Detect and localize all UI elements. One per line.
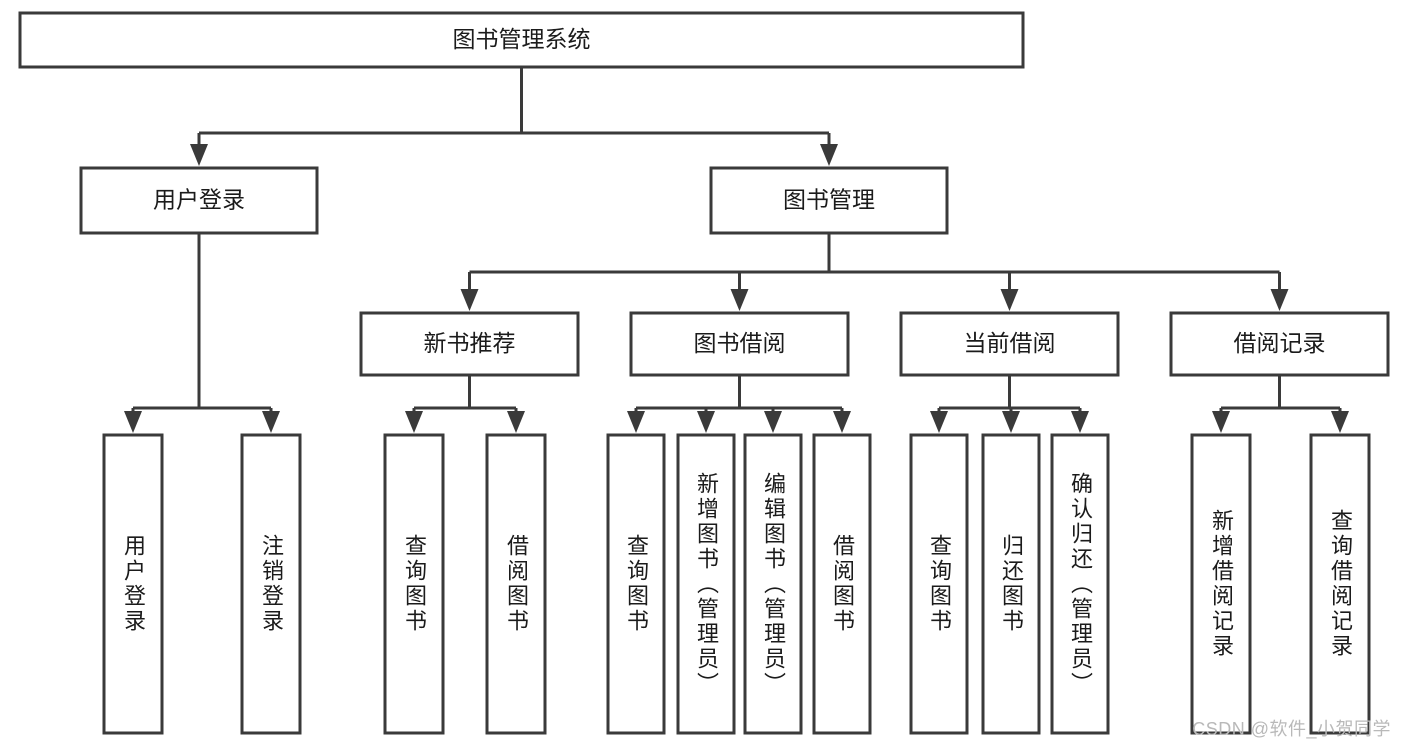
leaf-node-box-8[interactable] <box>909 433 969 735</box>
arrow-head-icon <box>820 144 838 166</box>
level3-node-label-1: 图书借阅 <box>694 330 786 356</box>
arrow-head-icon <box>507 411 525 433</box>
level3-node-box-0[interactable] <box>359 311 580 377</box>
arrow-head-icon <box>1212 411 1230 433</box>
arrow-head-icon <box>730 289 749 311</box>
leaf-node-box-3[interactable] <box>485 433 547 735</box>
leaf-node-box-1[interactable] <box>240 433 302 735</box>
level3-node-label-3: 借阅记录 <box>1234 330 1326 356</box>
leaf-node-box-7[interactable] <box>812 433 872 735</box>
arrow-head-icon <box>930 411 948 433</box>
arrow-head-icon <box>405 411 423 433</box>
level2-node-box-0[interactable] <box>79 166 319 235</box>
node-box-layer <box>18 11 1390 735</box>
leaf-node-box-10[interactable] <box>1050 433 1110 735</box>
arrow-head-icon <box>1331 411 1349 433</box>
arrow-head-icon <box>262 411 280 433</box>
arrow-head-icon <box>190 144 208 166</box>
leaf-node-box-6[interactable] <box>743 433 803 735</box>
level3-node-label-0: 新书推荐 <box>424 330 516 356</box>
level3-node-box-2[interactable] <box>899 311 1120 377</box>
leaf-node-box-5[interactable] <box>676 433 736 735</box>
level2-node-box-1[interactable] <box>709 166 949 235</box>
level3-node-box-1[interactable] <box>629 311 850 377</box>
arrow-head-icon <box>124 411 142 433</box>
level3-node-label-2: 当前借阅 <box>964 330 1056 356</box>
arrow-head-icon <box>1270 289 1289 311</box>
leaf-node-box-9[interactable] <box>981 433 1041 735</box>
arrow-head-icon <box>764 411 782 433</box>
arrow-head-icon <box>1002 411 1020 433</box>
root-node-label: 图书管理系统 <box>453 26 591 52</box>
arrow-head-icon <box>460 289 479 311</box>
leaf-node-box-12[interactable] <box>1309 433 1371 735</box>
csdn-watermark: CSDN @软件_小贺同学 <box>1192 719 1391 739</box>
level2-node-label-0: 用户登录 <box>153 187 245 213</box>
level3-node-box-3[interactable] <box>1169 311 1390 377</box>
leaf-node-box-2[interactable] <box>383 433 445 735</box>
leaf-node-box-4[interactable] <box>606 433 666 735</box>
arrow-head-icon <box>833 411 851 433</box>
arrow-head-icon <box>627 411 645 433</box>
arrow-head-icon <box>697 411 715 433</box>
connector-layer <box>124 67 1349 433</box>
level2-node-label-1: 图书管理 <box>783 187 875 213</box>
leaf-node-box-11[interactable] <box>1190 433 1252 735</box>
arrow-head-icon <box>1071 411 1089 433</box>
root-node-box[interactable] <box>18 11 1025 69</box>
arrow-head-icon <box>1000 289 1019 311</box>
leaf-node-box-0[interactable] <box>102 433 164 735</box>
